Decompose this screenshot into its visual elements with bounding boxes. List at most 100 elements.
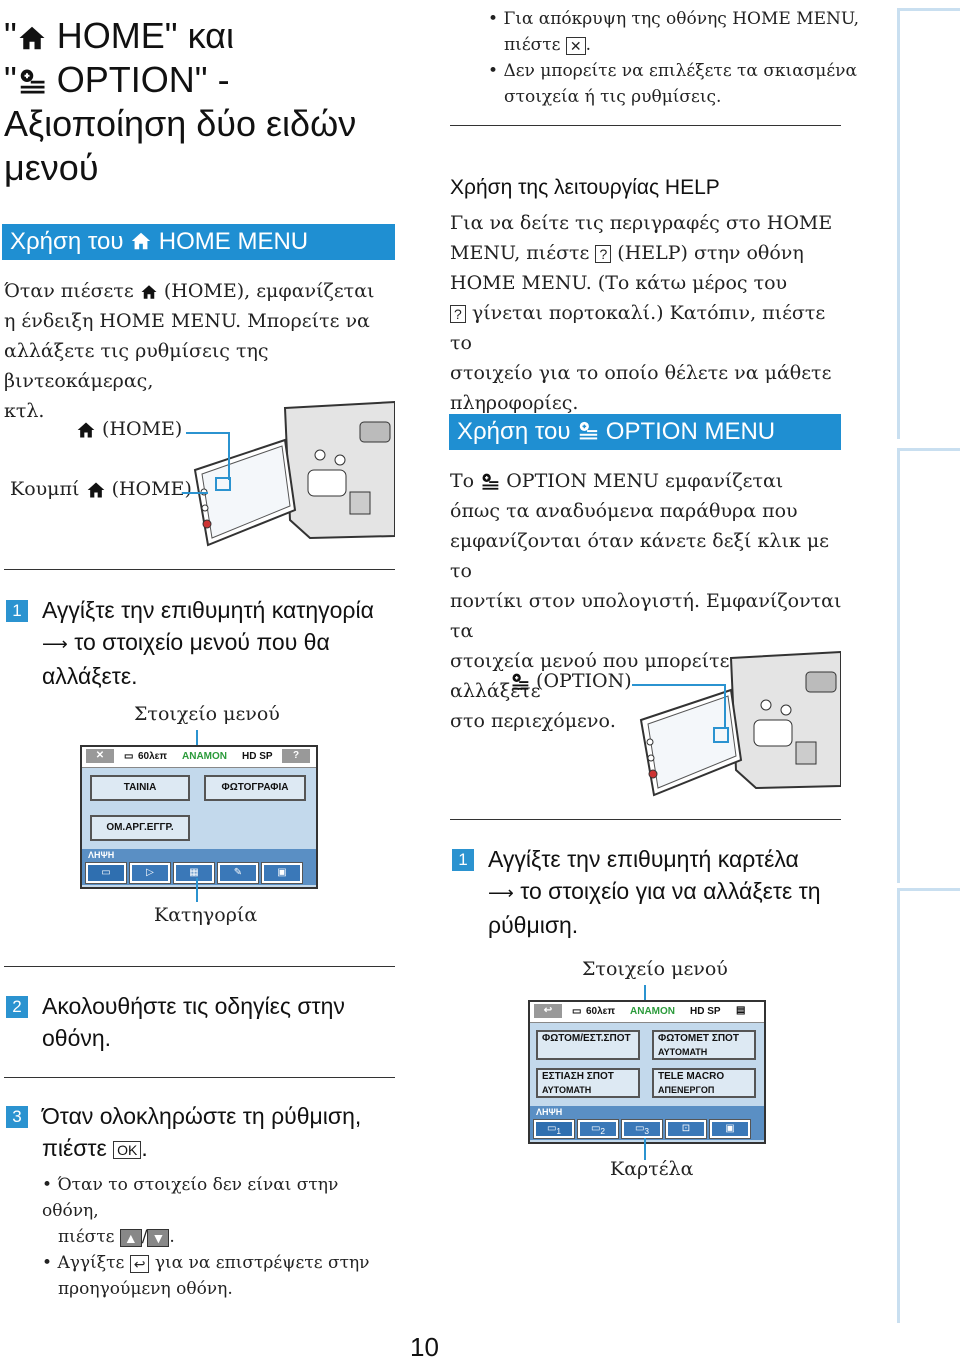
category-index-tab[interactable]: ▦ xyxy=(174,863,214,883)
option-step-1-line-1: Αγγίξτε την επιθυμητή καρτέλα xyxy=(488,846,799,872)
option-spot-meter-button[interactable]: ΦΩΤΟΜΕΤ ΣΠΟΤ ΑΥΤΟΜΑΤΗ xyxy=(652,1030,756,1060)
help-line-1: Για να δείτε τις περιγραφές στο HOME xyxy=(450,212,833,234)
note-2-line-2: στοιχεία ή τις ρυθμίσεις. xyxy=(504,87,722,107)
screen-status-bar: ↩ ▭ 60λεπ ΑΝΑΜΟΝ HD SP ▤ xyxy=(530,1002,764,1023)
frame-icon: ⊡ xyxy=(681,1123,691,1134)
step-1-option: 1 Αγγίξτε την επιθυμητή καρτέλα ⟶ το στο… xyxy=(452,843,852,941)
callout-home: (HOME) xyxy=(76,418,182,440)
bullet-2-line-2: προηγούμενη οθόνη. xyxy=(58,1279,233,1299)
camera-icon: ▭ xyxy=(101,867,111,878)
movie-button[interactable]: ΤΑΙΝΙΑ xyxy=(90,775,190,801)
option-item-value: ΑΥΤΟΜΑΤΗ xyxy=(658,1047,708,1057)
edit-icon: ✎ xyxy=(233,867,243,878)
rec-settings-button[interactable]: ΟΜ.ΑΡΓ.ΕΓΓΡ. xyxy=(90,815,190,841)
divider xyxy=(450,819,841,820)
step-3-bullets: • Όταν το στοιχείο δεν είναι στην οθόνη,… xyxy=(42,1172,398,1302)
option-icon xyxy=(482,473,499,490)
step-number: 2 xyxy=(6,996,28,1018)
option-tab-bar: ΛΗΨΗ ▭1 ▭2 ▭3 ⊡ ▣ xyxy=(530,1106,764,1140)
toolbox-icon: ▣ xyxy=(277,867,287,878)
step-1-line-1: Αγγίξτε την επιθυμητή κατηγορία xyxy=(42,597,374,623)
remaining-time: 60λεπ xyxy=(586,1006,616,1017)
tab-bar-label: ΛΗΨΗ xyxy=(536,1107,563,1117)
option-icon xyxy=(579,421,598,440)
step-2-line-1: Ακολουθήστε τις οδηγίες στην xyxy=(42,993,345,1019)
option-menu-paragraph: Το OPTION MENU εμφανίζεται όπως τα αναδυ… xyxy=(450,466,850,736)
bullet-1-line-1: Όταν το στοιχείο δεν είναι στην οθόνη, xyxy=(42,1175,339,1221)
camera-icon: ▭ xyxy=(590,1123,601,1134)
option-spot-meter-focus-button[interactable]: ΦΩΤΟΜ/ΕΣΤ.ΣΠΟΤ xyxy=(536,1030,640,1060)
category-tabs: ▭ ▷ ▦ ✎ ▣ xyxy=(86,863,302,883)
note-2-line-1: Δεν μπορείτε να επιλέξετε τα σκιασμένα xyxy=(503,61,857,81)
category-edit-tab[interactable]: ✎ xyxy=(218,863,258,883)
help-icon: ? xyxy=(450,305,466,323)
bullet-1-line-2: πιέστε xyxy=(58,1227,115,1247)
scroll-up-icon: ▲ xyxy=(119,1228,142,1247)
step-2: 2 Ακολουθήστε τις οδηγίες στην οθόνη. xyxy=(6,990,398,1054)
leader-line xyxy=(644,1138,646,1160)
step-number: 1 xyxy=(6,600,28,622)
return-icon: ↩ xyxy=(129,1254,150,1273)
back-button[interactable]: ↩ xyxy=(534,1004,562,1018)
label-category: Κατηγορία xyxy=(154,904,258,926)
home-icon xyxy=(131,232,151,249)
bullet-2-line-1: Αγγίξτε xyxy=(57,1253,125,1273)
home-para-line-3: αλλάξετε τις ρυθμίσεις της βιντεοκάμερας… xyxy=(4,340,269,392)
option-item-title: ΦΩΤΟΜΕΤ ΣΠΟΤ xyxy=(658,1033,739,1044)
camera-icon: ▭ xyxy=(546,1123,557,1134)
option-tab-frame[interactable]: ⊡ xyxy=(666,1120,706,1138)
category-camera-tab[interactable]: ▭ xyxy=(86,863,126,883)
divider xyxy=(4,966,395,967)
option-tab-2[interactable]: ▭2 xyxy=(578,1120,618,1138)
title-line-3: Αξιοποίηση δύο ειδών xyxy=(4,103,357,144)
step-1-line-2: το στοιχείο μενού που θα xyxy=(74,629,330,655)
help-line-2a: MENU, πιέστε xyxy=(450,242,590,264)
opt-line-6: στο περιεχόμενο. xyxy=(450,710,616,732)
category-label: ΛΗΨΗ xyxy=(88,850,115,860)
option-tab-1[interactable]: ▭1 xyxy=(534,1120,574,1138)
home-icon xyxy=(87,482,104,498)
callout-button-home-label: (HOME) xyxy=(111,478,192,500)
play-icon: ▷ xyxy=(146,867,154,878)
category-playback-tab[interactable]: ▷ xyxy=(130,863,170,883)
note-1-line-2: πιέστε xyxy=(504,35,561,55)
help-button[interactable]: ? xyxy=(282,749,310,763)
option-spot-focus-button[interactable]: ΕΣΤΙΑΣΗ ΣΠΟΤ ΑΥΤΟΜΑΤΗ xyxy=(536,1068,640,1098)
battery-icon: ▭ xyxy=(124,751,134,762)
standby-status: ΑΝΑΜΟΝ xyxy=(182,751,227,762)
bullet-2-line-1b: για να επιστρέψετε στην xyxy=(154,1253,370,1273)
arrow-right-icon: ⟶ xyxy=(488,883,514,903)
memory-icon: ▤ xyxy=(736,1005,746,1016)
grid-icon: ▦ xyxy=(189,867,199,878)
option-item-title: ΕΣΤΙΑΣΗ ΣΠΟΤ xyxy=(542,1071,614,1082)
camcorder-illustration-home xyxy=(190,400,396,548)
label-option-menu-item: Στοιχείο μενού xyxy=(582,958,728,980)
step-3-line-2: πιέστε xyxy=(42,1135,107,1161)
title-line-2: " OPTION" - xyxy=(4,59,230,100)
ok-key: OK xyxy=(113,1140,142,1159)
category-settings-tab[interactable]: ▣ xyxy=(262,863,302,883)
step-number: 3 xyxy=(6,1106,28,1128)
remaining-time: 60λεπ xyxy=(138,751,168,762)
help-line-4: γίνεται πορτοκαλί.) Κατόπιν, πιέστε το xyxy=(450,302,826,354)
help-heading: Χρήση της λειτουργίας HELP xyxy=(450,176,720,199)
option-item-title: TELE MACRO xyxy=(658,1071,725,1082)
sidebar-index-tab-3[interactable] xyxy=(897,888,960,1323)
option-item-value: ΑΠΕΝΕΡΓΟΠ xyxy=(658,1085,715,1095)
home-para-line-4: κτλ. xyxy=(4,400,45,422)
option-tab-settings[interactable]: ▣ xyxy=(710,1120,750,1138)
sidebar-index-tab-2[interactable] xyxy=(897,448,960,883)
sidebar-index-tab-1[interactable] xyxy=(897,8,960,439)
divider xyxy=(450,125,841,126)
option-menu-band: Χρήση του OPTION MENU xyxy=(449,414,841,450)
close-button[interactable]: ✕ xyxy=(86,749,114,763)
home-menu-paragraph: Όταν πιέσετε (HOME), εμφανίζεται η ένδει… xyxy=(4,276,399,426)
option-tele-macro-button[interactable]: TELE MACRO ΑΠΕΝΕΡΓΟΠ xyxy=(652,1068,756,1098)
screen-status-bar: ✕ ▭ 60λεπ ΑΝΑΜΟΝ HD SP ? xyxy=(82,747,316,768)
step-3-line-1: Όταν ολοκληρώστε τη ρύθμιση, xyxy=(42,1103,362,1129)
home-para-line-2: η ένδειξη HOME MENU. Μπορείτε να xyxy=(4,310,370,332)
help-line-5: στοιχείο για το οποίο θέλετε να μάθετε xyxy=(450,362,832,384)
hd-quality-badge: HD SP xyxy=(242,751,273,762)
photo-button[interactable]: ΦΩΤΟΓΡΑΦΙΑ xyxy=(204,775,306,801)
option-tab-3[interactable]: ▭3 xyxy=(622,1120,662,1138)
